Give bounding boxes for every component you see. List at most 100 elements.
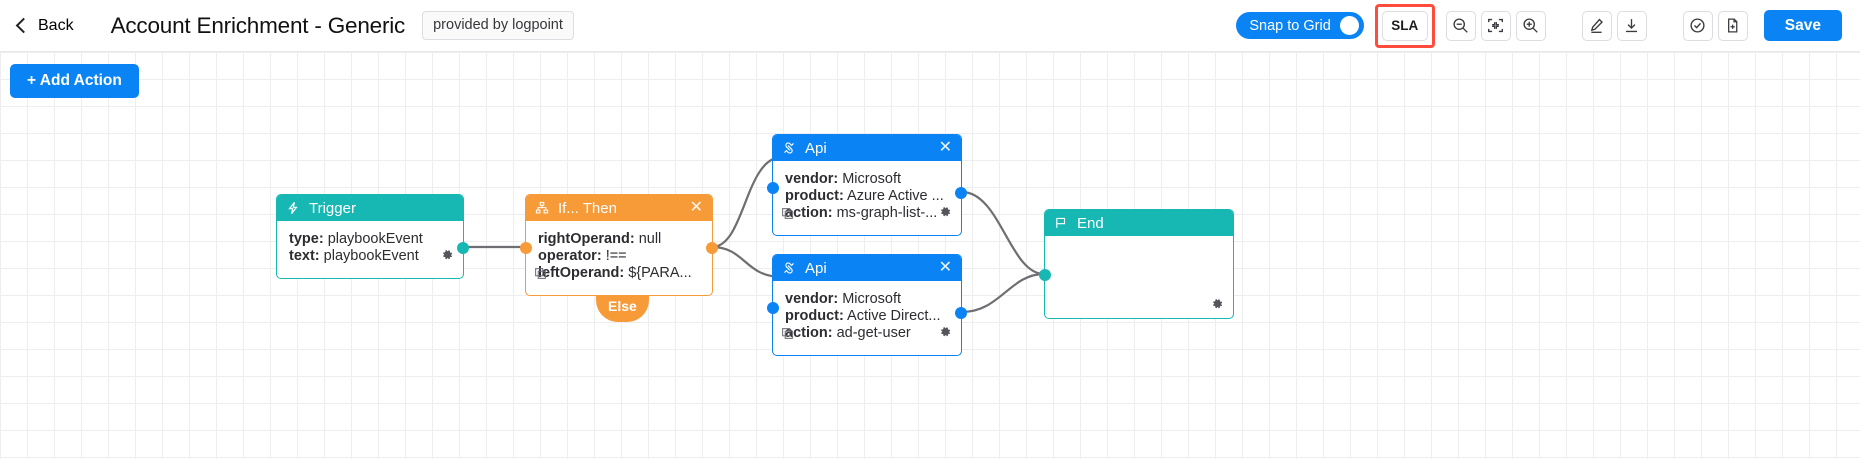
node-row: action: ms-graph-list-... (785, 205, 949, 222)
connector-in[interactable] (767, 182, 779, 194)
row-value: Azure Active ... (847, 187, 944, 204)
sla-highlight-box: SLA (1374, 3, 1435, 48)
connector-out[interactable] (457, 242, 469, 254)
row-value: ${PARA... (628, 264, 692, 281)
node-row: rightOperand: null (538, 231, 700, 248)
row-value: playbookEvent (323, 247, 419, 264)
copy-icon[interactable] (781, 207, 794, 220)
row-key: vendor: (785, 291, 839, 307)
node-end[interactable]: End (1039, 209, 1234, 319)
workflow-canvas[interactable]: + Add Action Trigger type: playbookEvent (0, 52, 1860, 459)
gear-icon[interactable] (938, 325, 952, 339)
gear-icon[interactable] (440, 248, 454, 262)
edit-button[interactable] (1581, 10, 1612, 41)
node-row: vendor: Microsoft (785, 291, 949, 308)
zoom-controls (1445, 10, 1546, 41)
header-toolbar: Snap to Grid SLA (1236, 3, 1842, 48)
download-icon (1626, 19, 1638, 33)
fit-screen-icon (1488, 18, 1504, 33)
node-body-if-then: rightOperand: null operator: !== leftOpe… (526, 221, 712, 286)
node-row: product: Azure Active ... (785, 188, 949, 205)
save-button[interactable]: Save (1763, 10, 1842, 41)
validate-button[interactable] (1682, 10, 1713, 41)
add-action-button[interactable]: + Add Action (10, 64, 139, 98)
node-body-api-ad: vendor: Microsoft product: Active Direct… (773, 281, 961, 346)
sitemap-icon (535, 201, 549, 214)
node-header-api-azure: Api ✕ (773, 135, 961, 161)
node-body-end (1045, 236, 1233, 318)
node-row: product: Active Direct... (785, 308, 949, 325)
fit-screen-button[interactable] (1480, 10, 1511, 41)
row-value: ms-graph-list-... (836, 204, 938, 221)
node-header-api-ad: Api ✕ (773, 255, 961, 281)
row-key: action: (785, 204, 833, 221)
back-button[interactable]: Back (15, 16, 74, 35)
row-key: rightOperand: (538, 231, 635, 247)
zoom-out-button[interactable] (1445, 10, 1476, 41)
close-icon[interactable]: ✕ (938, 139, 952, 156)
connector-in[interactable] (1039, 269, 1051, 281)
node-header-trigger: Trigger (277, 195, 463, 221)
node-api-ad[interactable]: Api ✕ vendor: Microsoft product: Active … (767, 254, 967, 356)
gear-icon[interactable] (938, 205, 952, 219)
row-key: product: (785, 187, 844, 204)
node-title: End (1077, 214, 1104, 232)
row-value: Active Direct... (847, 307, 941, 324)
node-trigger[interactable]: Trigger type: playbookEvent text: playbo… (276, 194, 469, 279)
toggle-knob-icon (1339, 16, 1359, 35)
app-header: Back Account Enrichment - Generic provid… (0, 0, 1860, 52)
pen-underline-icon (1591, 18, 1604, 33)
row-value: Microsoft (842, 291, 902, 307)
node-row: action: ad-get-user (785, 325, 949, 342)
row-value: ad-get-user (836, 324, 911, 341)
node-title: Api (805, 139, 827, 157)
connector-in[interactable] (520, 242, 532, 254)
node-title: Api (805, 259, 827, 277)
node-if-then[interactable]: If... Then ✕ rightOperand: null operator… (520, 194, 718, 322)
copy-icon[interactable] (534, 267, 547, 280)
row-key: product: (785, 307, 844, 324)
row-key: type: (289, 231, 324, 247)
row-key: leftOperand: (538, 264, 625, 281)
close-icon[interactable]: ✕ (689, 199, 703, 216)
node-api-azure[interactable]: Api ✕ vendor: Microsoft product: Azure A… (767, 134, 967, 236)
zoom-in-button[interactable] (1515, 10, 1546, 41)
gear-icon[interactable] (1210, 297, 1224, 311)
document-add-icon (1728, 18, 1738, 33)
sla-button[interactable]: SLA (1381, 10, 1428, 41)
page-title: Account Enrichment - Generic (110, 12, 406, 38)
row-value: playbookEvent (327, 231, 423, 247)
flag-icon (1056, 217, 1066, 228)
zoom-out-icon (1453, 18, 1469, 33)
copy-icon[interactable] (781, 327, 794, 340)
check-circle-icon (1690, 18, 1705, 33)
row-value: null (638, 231, 662, 247)
node-title: Trigger (309, 199, 356, 217)
node-title: If... Then (558, 199, 617, 217)
action-controls (1682, 10, 1748, 41)
node-row: vendor: Microsoft (785, 171, 949, 188)
node-body-trigger: type: playbookEvent text: playbookEvent (277, 221, 463, 269)
connector-out[interactable] (706, 242, 718, 254)
zoom-in-icon (1523, 18, 1539, 33)
close-icon[interactable]: ✕ (938, 259, 952, 276)
connector-out[interactable] (955, 307, 967, 319)
row-key: action: (785, 324, 833, 341)
node-header-if-then: If... Then ✕ (526, 195, 712, 221)
snap-to-grid-label: Snap to Grid (1249, 17, 1331, 34)
chevron-left-icon (15, 17, 32, 34)
connector-out[interactable] (955, 187, 967, 199)
row-key: vendor: (785, 171, 839, 187)
download-button[interactable] (1616, 10, 1647, 41)
node-body-api-azure: vendor: Microsoft product: Azure Active … (773, 161, 961, 226)
else-badge: Else (596, 295, 649, 322)
snap-to-grid-toggle[interactable]: Snap to Grid (1236, 12, 1364, 39)
back-label: Back (38, 16, 74, 34)
connector-in[interactable] (767, 302, 779, 314)
plug-icon (784, 262, 794, 274)
row-value: !== (605, 247, 627, 264)
document-button[interactable] (1717, 10, 1748, 41)
provider-badge: provided by logpoint (422, 11, 574, 40)
node-header-end: End (1045, 210, 1233, 236)
